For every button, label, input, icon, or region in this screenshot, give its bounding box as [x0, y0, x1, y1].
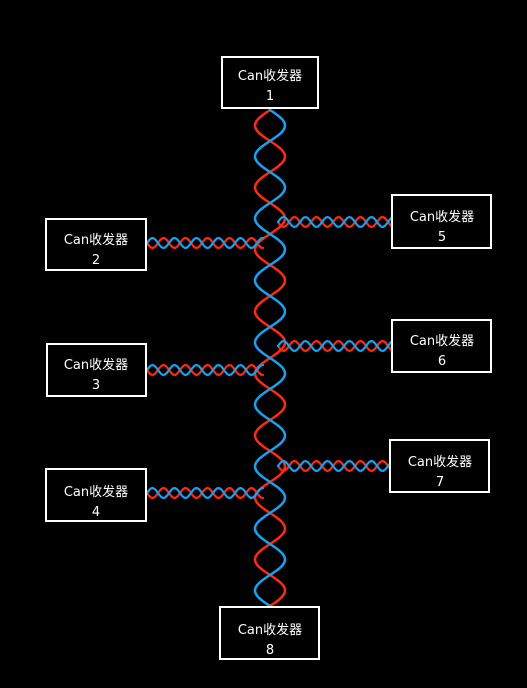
stub-node-2-blue-wire: [145, 236, 265, 250]
transceiver-title: Can收发器: [64, 484, 128, 500]
stub-node-5-red-wire: [276, 215, 393, 229]
transceiver-node-7[interactable]: Can收发器 7: [389, 439, 490, 493]
transceiver-box: [45, 218, 147, 271]
transceiver-node-2[interactable]: Can收发器 2: [45, 218, 147, 271]
transceiver-title: Can收发器: [410, 209, 474, 225]
transceiver-number: 8: [266, 643, 274, 658]
transceiver-number: 3: [92, 378, 100, 393]
bus-trunk-blue-wire: [253, 108, 287, 608]
wires: [145, 108, 393, 608]
transceiver-node-5[interactable]: Can收发器 5: [391, 194, 492, 249]
transceiver-number: 1: [266, 89, 274, 104]
stub-node-3-blue-wire: [145, 363, 265, 377]
stub-node-6-blue-wire: [276, 339, 393, 353]
transceiver-box: [219, 606, 320, 660]
transceiver-number: 7: [436, 475, 444, 490]
transceiver-number: 6: [438, 354, 446, 369]
stub-node-3-red-wire: [145, 363, 265, 377]
transceiver-number: 4: [92, 505, 100, 520]
transceiver-title: Can收发器: [64, 357, 128, 373]
transceiver-title: Can收发器: [408, 454, 472, 470]
transceiver-node-8[interactable]: Can收发器 8: [219, 606, 320, 660]
transceiver-number: 5: [438, 230, 446, 245]
transceiver-box: [46, 343, 147, 397]
stub-node-2-red-wire: [145, 236, 265, 250]
transceiver-box: [45, 468, 147, 522]
transceiver-node-4[interactable]: Can收发器 4: [45, 468, 147, 522]
stub-node-6-red-wire: [276, 339, 393, 353]
transceiver-node-6[interactable]: Can收发器 6: [391, 319, 492, 373]
stub-node-4-blue-wire: [145, 486, 265, 500]
stub-node-7-blue-wire: [276, 459, 391, 473]
stub-node-4-red-wire: [145, 486, 265, 500]
transceiver-box: [389, 439, 490, 493]
transceiver-title: Can收发器: [238, 622, 302, 638]
transceiver-title: Can收发器: [64, 232, 128, 248]
transceiver-box: [391, 319, 492, 373]
transceiver-title: Can收发器: [238, 68, 302, 84]
transceiver-number: 2: [92, 253, 100, 268]
stub-node-5-blue-wire: [276, 215, 393, 229]
transceiver-node-1[interactable]: Can收发器 1: [221, 56, 319, 109]
transceiver-node-3[interactable]: Can收发器 3: [46, 343, 147, 397]
transceiver-title: Can收发器: [410, 333, 474, 349]
transceiver-box: [221, 56, 319, 109]
transceiver-box: [391, 194, 492, 249]
